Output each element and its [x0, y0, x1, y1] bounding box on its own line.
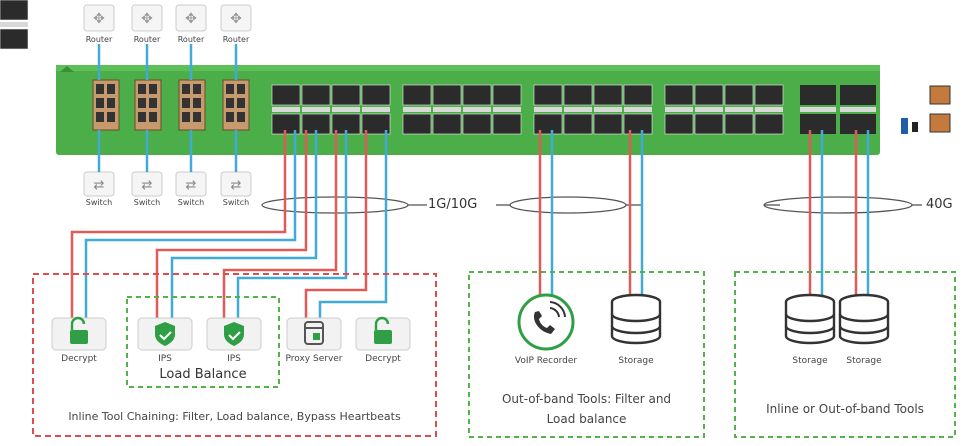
load-balance-group: [126, 296, 280, 388]
router-icons: ✥ ✥ ✥ ✥: [83, 4, 252, 32]
inline-oob-tools-group: [734, 271, 956, 438]
inline-caption: Inline Tool Chaining: Filter, Load balan…: [68, 410, 401, 423]
unlock-icon: [70, 316, 88, 344]
speed-label-40g: 40G: [926, 197, 953, 212]
svg-text:⇄: ⇄: [186, 178, 197, 193]
svg-text:⇄: ⇄: [142, 178, 153, 193]
tool-label-decrypt: Decrypt: [365, 354, 401, 364]
oob-tools-group: [468, 271, 705, 438]
oob-caption-line1: Out-of-band Tools: Filter and: [501, 392, 672, 406]
proxy-icon: [304, 321, 324, 345]
svg-text:✥: ✥: [141, 11, 153, 27]
router-label: Router: [177, 35, 205, 44]
load-balance-label: Load Balance: [159, 367, 247, 382]
inline-oob-caption: Inline or Out-of-band Tools: [766, 402, 924, 416]
tool-label-decrypt: Decrypt: [61, 354, 97, 364]
router-label: Router: [133, 35, 161, 44]
tool-label-proxy-server: Proxy Server: [285, 354, 343, 364]
svg-text:✥: ✥: [93, 11, 105, 27]
phone-icon: [517, 293, 575, 351]
database-icon: [610, 293, 662, 345]
svg-text:⇄: ⇄: [231, 178, 242, 193]
oob-tool-cables: [538, 130, 644, 295]
database-icon: [838, 293, 890, 345]
tool-label-ips: IPS: [158, 354, 172, 364]
sfp-port-blocks: [0, 0, 951, 135]
shield-icon: [224, 322, 244, 346]
switch-label: Switch: [177, 198, 205, 207]
tool-label-ips: IPS: [227, 354, 241, 364]
tool-label-storage: Storage: [846, 356, 882, 366]
copper-port-groups: [92, 79, 250, 131]
tool-label-storage: Storage: [792, 356, 828, 366]
switch-icons: ⇄ ⇄ ⇄ ⇄: [83, 171, 252, 197]
switch-label: Switch: [85, 198, 113, 207]
switch-label: Switch: [133, 198, 161, 207]
inline-tools-group: [32, 273, 437, 437]
shield-icon: [155, 322, 175, 346]
svg-text:⇄: ⇄: [94, 178, 105, 193]
oob-caption-line2: Load balance: [546, 412, 627, 426]
switch-label: Switch: [222, 198, 250, 207]
speed-label-1g10g: 1G/10G: [428, 197, 478, 212]
tool-label-storage: Storage: [618, 356, 654, 366]
router-label: Router: [85, 35, 113, 44]
router-label: Router: [222, 35, 250, 44]
unlock-icon: [374, 316, 392, 344]
svg-text:✥: ✥: [185, 11, 197, 27]
svg-text:✥: ✥: [230, 11, 242, 27]
40g-tool-cables: [808, 130, 870, 295]
inline-tool-cables: [70, 130, 388, 318]
database-icon: [784, 293, 836, 345]
tool-label-voip-recorder: VoIP Recorder: [514, 356, 578, 366]
qsfp-ports: [800, 85, 876, 134]
